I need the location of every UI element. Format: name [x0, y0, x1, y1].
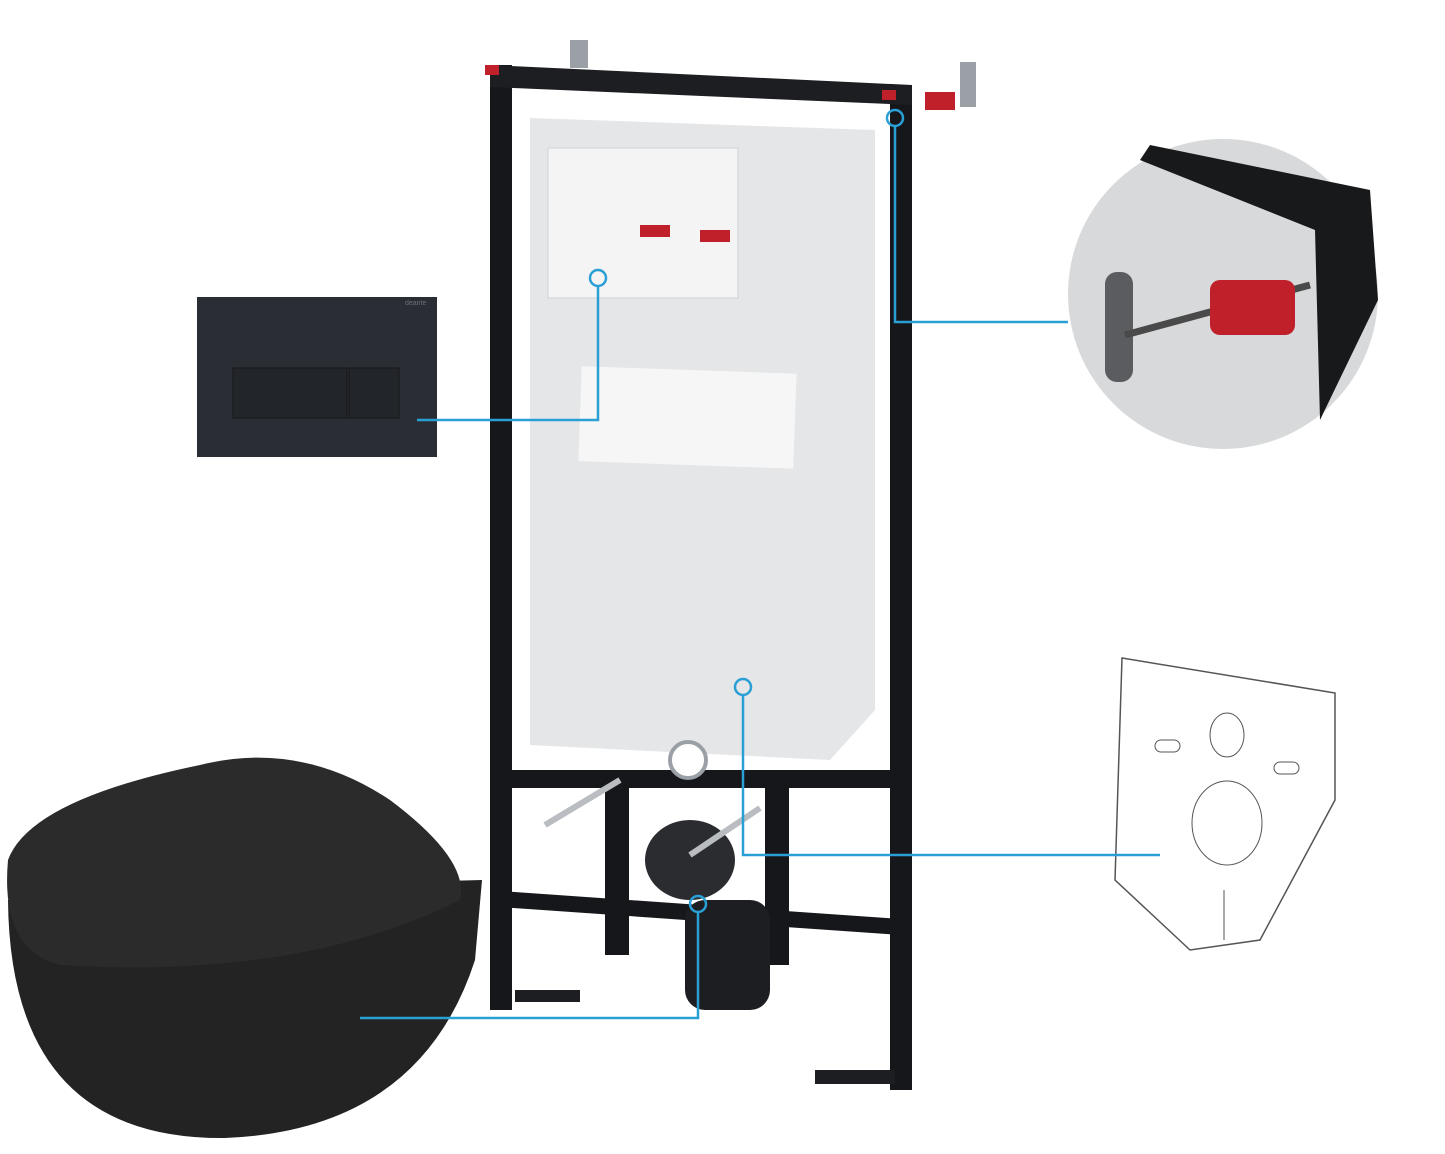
cistern [530, 118, 875, 1010]
flush-plate-logo: deante [405, 300, 427, 307]
detail-zoom-circle [1068, 139, 1378, 449]
wall-hung-toilet [7, 757, 482, 1139]
callout-lines [360, 108, 1160, 1020]
flush-plate [197, 297, 437, 457]
